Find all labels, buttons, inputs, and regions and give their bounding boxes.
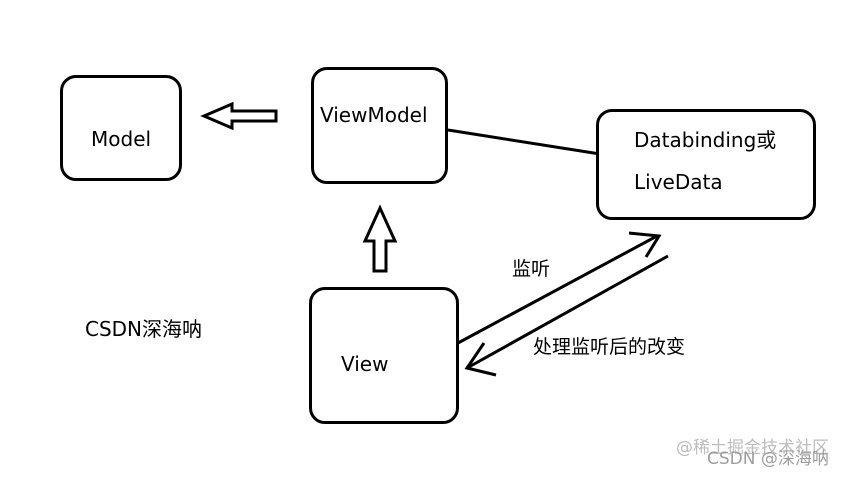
csdn-watermark: CSDN @深海呐 xyxy=(707,449,829,469)
listen-arrow-line xyxy=(457,234,658,345)
viewmodel-to-model-arrow xyxy=(200,101,278,131)
view-box xyxy=(309,287,459,424)
viewmodel-databinding-link xyxy=(447,128,601,156)
databinding-label: Databinding或 xyxy=(634,128,777,152)
model-label: Model xyxy=(91,127,152,151)
viewmodel-label: ViewModel xyxy=(320,103,428,127)
handle-change-label: 处理监听后的改变 xyxy=(533,336,686,358)
model-box xyxy=(60,75,182,181)
handle-change-arrow-line xyxy=(466,254,669,370)
livedata-label: LiveData xyxy=(634,170,723,194)
juejin-watermark: @稀土掘金技术社区 xyxy=(676,438,829,458)
databinding-livedata-box xyxy=(596,109,816,220)
author-caption: CSDN深海呐 xyxy=(85,317,203,341)
listen-arrow-head xyxy=(628,231,662,258)
viewmodel-box xyxy=(311,67,448,184)
listen-label: 监听 xyxy=(512,258,551,280)
view-to-viewmodel-arrow xyxy=(362,204,398,273)
view-label: View xyxy=(341,352,389,376)
handle-change-arrow-head xyxy=(464,342,497,377)
